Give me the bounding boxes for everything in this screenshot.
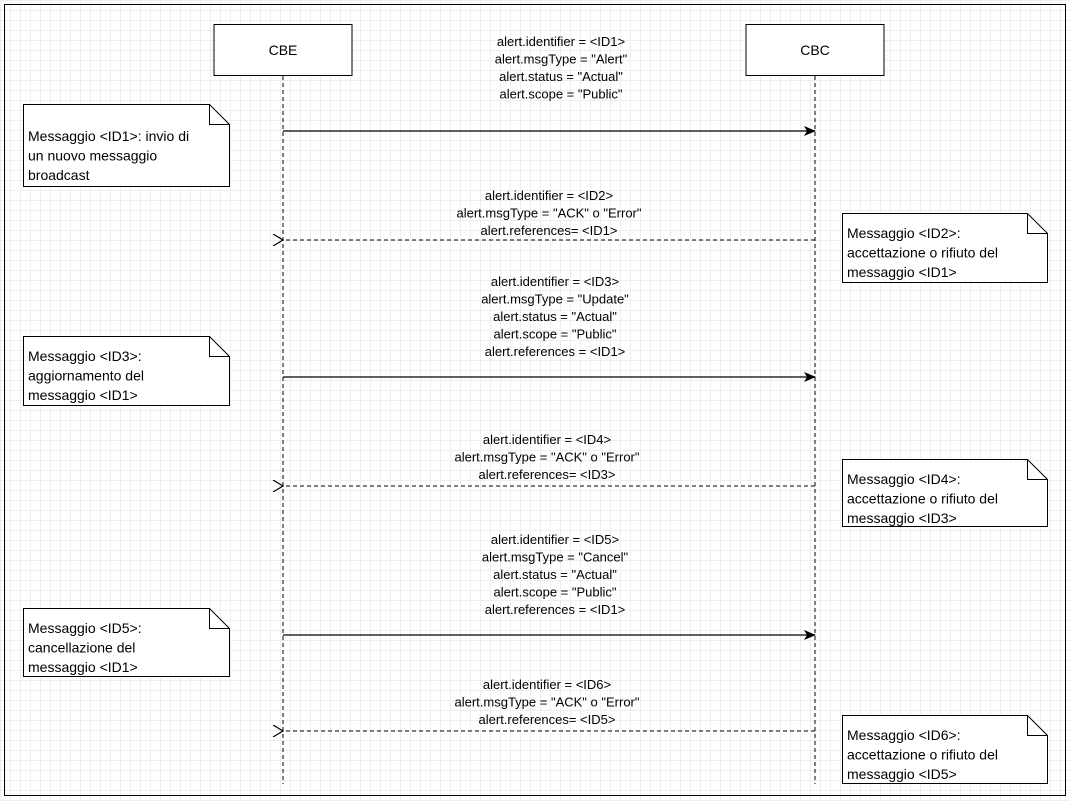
note-fold xyxy=(1027,715,1048,736)
note-fold xyxy=(209,336,230,357)
note-body xyxy=(842,459,1048,527)
actor-cbe-label: CBE xyxy=(269,42,298,58)
note-fold xyxy=(1027,459,1048,480)
message-line: alert.status = "Actual" xyxy=(493,567,617,582)
note-body xyxy=(23,104,230,187)
message-line: alert.references= <ID5> xyxy=(479,712,616,727)
message-line: alert.identifier = <ID5> xyxy=(491,532,619,547)
note-5[interactable]: Messaggio <ID5>: cancellazione del messagg… xyxy=(23,608,230,677)
note-1[interactable]: Messaggio <ID1>: invio di un nuovo messag… xyxy=(23,104,230,187)
message-line: alert.msgType = "Update" xyxy=(481,292,629,307)
message-line: alert.scope = "Public" xyxy=(499,87,622,102)
note-body xyxy=(23,336,230,406)
note-3[interactable]: Messaggio <ID3>: aggiornamento del messagg… xyxy=(23,336,230,406)
message-line: alert.references = <ID1> xyxy=(485,344,626,359)
message-line: alert.status = "Actual" xyxy=(499,69,623,84)
note-fold xyxy=(209,608,230,629)
note-line: Messaggio <ID5>: xyxy=(28,620,142,636)
actor-cbe[interactable]: CBE xyxy=(213,24,353,76)
message-line: alert.references= <ID1> xyxy=(481,223,618,238)
diagram-frame xyxy=(4,4,1066,796)
message-label-6: alert.identifier = <ID6> alert.msgType = … xyxy=(455,677,640,727)
message-line: alert.identifier = <ID2> xyxy=(485,188,613,203)
note-6[interactable]: Messaggio <ID6>: accettazione o rifiuto d… xyxy=(842,715,1048,784)
note-line: messaggio <ID1> xyxy=(847,264,957,280)
message-label-5: alert.identifier = <ID5> alert.msgType = … xyxy=(482,532,629,617)
note-line: Messaggio <ID1>: invio di xyxy=(28,128,189,144)
note-line: un nuovo messaggio xyxy=(28,148,157,164)
message-line: alert.references = <ID1> xyxy=(485,602,626,617)
message-line: alert.msgType = "Alert" xyxy=(495,52,628,67)
note-line: broadcast xyxy=(28,167,90,183)
message-line: alert.msgType = "Cancel" xyxy=(482,550,629,565)
note-body xyxy=(842,715,1048,784)
message-line: alert.msgType = "ACK" o "Error" xyxy=(455,450,640,465)
message-line: alert.msgType = "ACK" o "Error" xyxy=(457,206,642,221)
message-label-3: alert.identifier = <ID3> alert.msgType = … xyxy=(481,274,629,359)
message-label-4: alert.identifier = <ID4> alert.msgType = … xyxy=(455,432,640,482)
message-line: alert.references= <ID3> xyxy=(479,467,616,482)
message-line: alert.scope = "Public" xyxy=(493,585,616,600)
note-line: Messaggio <ID2>: xyxy=(847,225,961,241)
note-2[interactable]: Messaggio <ID2>: accettazione o rifiuto d… xyxy=(842,213,1048,283)
note-line: Messaggio <ID4>: xyxy=(847,471,961,487)
actor-cbc-label: CBC xyxy=(800,42,830,58)
message-labels: alert.identifier = <ID1> alert.msgType = … xyxy=(455,34,642,727)
message-label-1: alert.identifier = <ID1> alert.msgType = … xyxy=(495,34,628,102)
note-line: aggiornamento del xyxy=(28,368,144,384)
message-line: alert.msgType = "ACK" o "Error" xyxy=(455,695,640,710)
note-line: accettazione o rifiuto del xyxy=(847,491,998,507)
note-body xyxy=(842,213,1048,283)
message-line: alert.identifier = <ID1> xyxy=(497,34,625,49)
note-line: Messaggio <ID6>: xyxy=(847,727,961,743)
message-line: alert.scope = "Public" xyxy=(493,327,616,342)
note-line: accettazione o rifiuto del xyxy=(847,747,998,763)
note-line: messaggio <ID1> xyxy=(28,659,138,675)
message-line: alert.identifier = <ID6> xyxy=(483,677,611,692)
note-body xyxy=(23,608,230,677)
note-line: messaggio <ID1> xyxy=(28,387,138,403)
note-line: messaggio <ID3> xyxy=(847,510,957,526)
message-line: alert.status = "Actual" xyxy=(493,309,617,324)
note-line: accettazione o rifiuto del xyxy=(847,245,998,261)
actor-cbc[interactable]: CBC xyxy=(745,24,885,76)
note-line: cancellazione del xyxy=(28,640,135,656)
note-line: Messaggio <ID3>: xyxy=(28,348,142,364)
note-line: messaggio <ID5> xyxy=(847,766,957,782)
notes: Messaggio <ID1>: invio di un nuovo messag… xyxy=(23,104,1048,784)
message-line: alert.identifier = <ID4> xyxy=(483,432,611,447)
message-line: alert.identifier = <ID3> xyxy=(491,274,619,289)
note-fold xyxy=(209,104,230,125)
message-label-2: alert.identifier = <ID2> alert.msgType = … xyxy=(457,188,642,238)
note-4[interactable]: Messaggio <ID4>: accettazione o rifiuto d… xyxy=(842,459,1048,527)
note-fold xyxy=(1027,213,1048,234)
